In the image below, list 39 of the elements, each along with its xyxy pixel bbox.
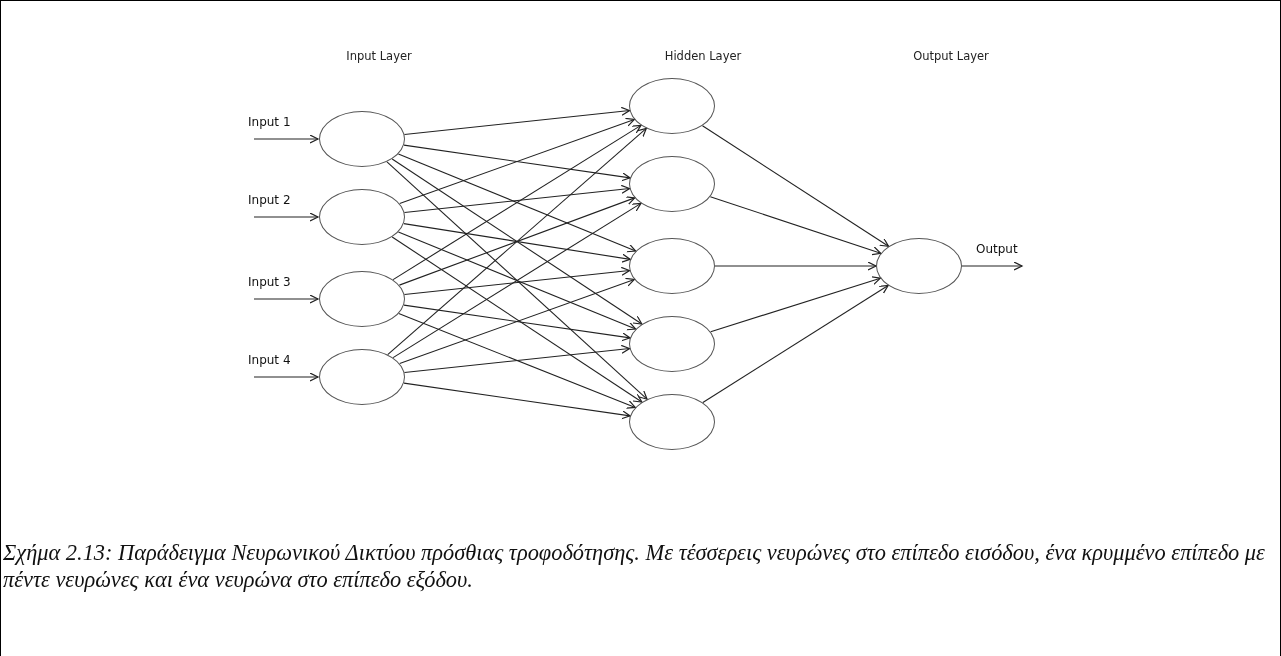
arrow (710, 276, 881, 333)
arrow (403, 184, 631, 214)
layer-title: Input Layer (346, 49, 412, 63)
arrow (387, 127, 647, 356)
layer-title: Hidden Layer (664, 49, 742, 63)
arrow (403, 344, 631, 374)
arrow (391, 158, 643, 325)
arrow (701, 125, 890, 247)
arrow (391, 236, 643, 403)
arrow (403, 266, 631, 296)
edge-label: Output (976, 242, 1018, 256)
arrow (714, 261, 877, 271)
figure-caption: Σχήμα 2.13: Παράδειγμα Νευρωνικού Δικτύου πρόσθιας τροφοδότησης. Με τέσσερεις νευρώνες στο επίπεδο εισόδου, ένα κρυμμένο επίπεδο με πέντε νευρώνες και ένα νευρώνα στο επίπεδο εξόδου. (3, 539, 1266, 593)
arrow (961, 261, 1023, 271)
arrow (403, 223, 631, 263)
edge-label: Input 2 (248, 193, 291, 207)
arrow (398, 313, 636, 409)
arrow (403, 144, 631, 182)
arrow (709, 196, 882, 256)
arrow (403, 106, 631, 136)
arrow (398, 196, 636, 286)
arrow (403, 304, 631, 342)
arrow (399, 277, 635, 365)
arrow (253, 372, 319, 382)
arrow (253, 134, 319, 144)
arrow (702, 284, 889, 404)
edge-label: Input 1 (248, 115, 291, 129)
arrow (403, 382, 631, 420)
arrow (392, 202, 642, 359)
edge-label: Input 3 (248, 275, 291, 289)
arrow (397, 153, 637, 253)
arrow (392, 124, 642, 281)
arrow (253, 212, 319, 222)
arrow (253, 294, 319, 304)
arrow (386, 161, 648, 400)
arrow (399, 117, 635, 205)
layer-title: Output Layer (913, 49, 989, 63)
edge-label: Input 4 (248, 353, 291, 367)
arrow (397, 231, 637, 331)
